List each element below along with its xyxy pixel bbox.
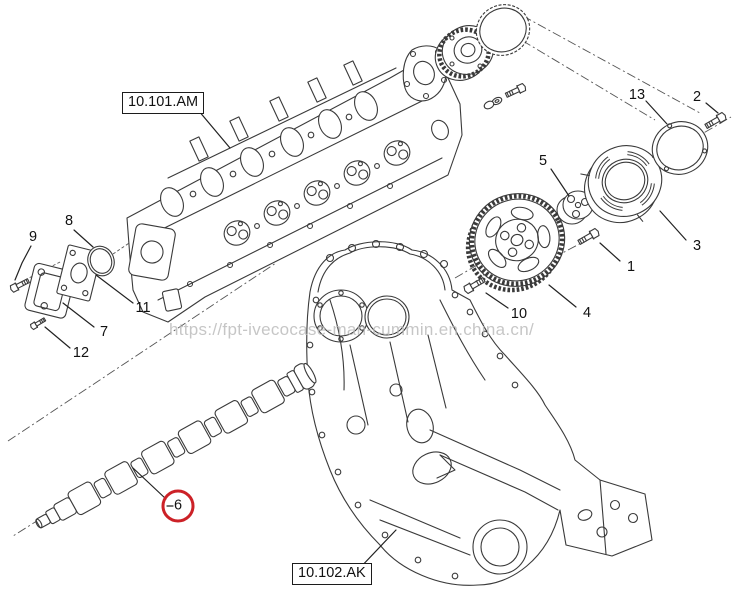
- ref-box-cylinder-head: 10.101.AM: [122, 92, 205, 114]
- phase-sensor-group-drawing: [403, 0, 538, 110]
- timing-housing-drawing: [307, 241, 652, 586]
- ref-box-timing-housing: 10.102.AK: [292, 563, 372, 585]
- ring-gasket-drawing: [643, 112, 716, 183]
- callout-1: 1: [626, 258, 636, 275]
- phonic-wheel-drawing: [571, 131, 682, 239]
- camshaft-drawing: [31, 360, 319, 536]
- left-parts-group-drawing: [8, 242, 119, 331]
- callout-10: 10: [510, 305, 528, 322]
- timing-gear-drawing: [451, 178, 581, 305]
- callout-5: 5: [538, 152, 548, 169]
- callout-3: 3: [692, 237, 702, 254]
- callout-12: 12: [72, 344, 90, 361]
- callout-13: 13: [628, 86, 646, 103]
- callout-11: 11: [135, 299, 151, 316]
- callout-8: 8: [64, 212, 74, 229]
- callout-2: 2: [692, 88, 702, 105]
- ref-code: 10.101.AM: [128, 94, 199, 110]
- callout-7: 7: [99, 323, 109, 340]
- o-ring-drawing: [84, 242, 119, 279]
- ref-code: 10.102.AK: [298, 565, 366, 581]
- callout-6-highlighted: 6: [161, 489, 195, 523]
- cylinder-head-drawing: [127, 61, 462, 322]
- gear-train-group-drawing: [451, 110, 728, 305]
- callout-4: 4: [582, 304, 592, 321]
- callout-9: 9: [28, 228, 38, 245]
